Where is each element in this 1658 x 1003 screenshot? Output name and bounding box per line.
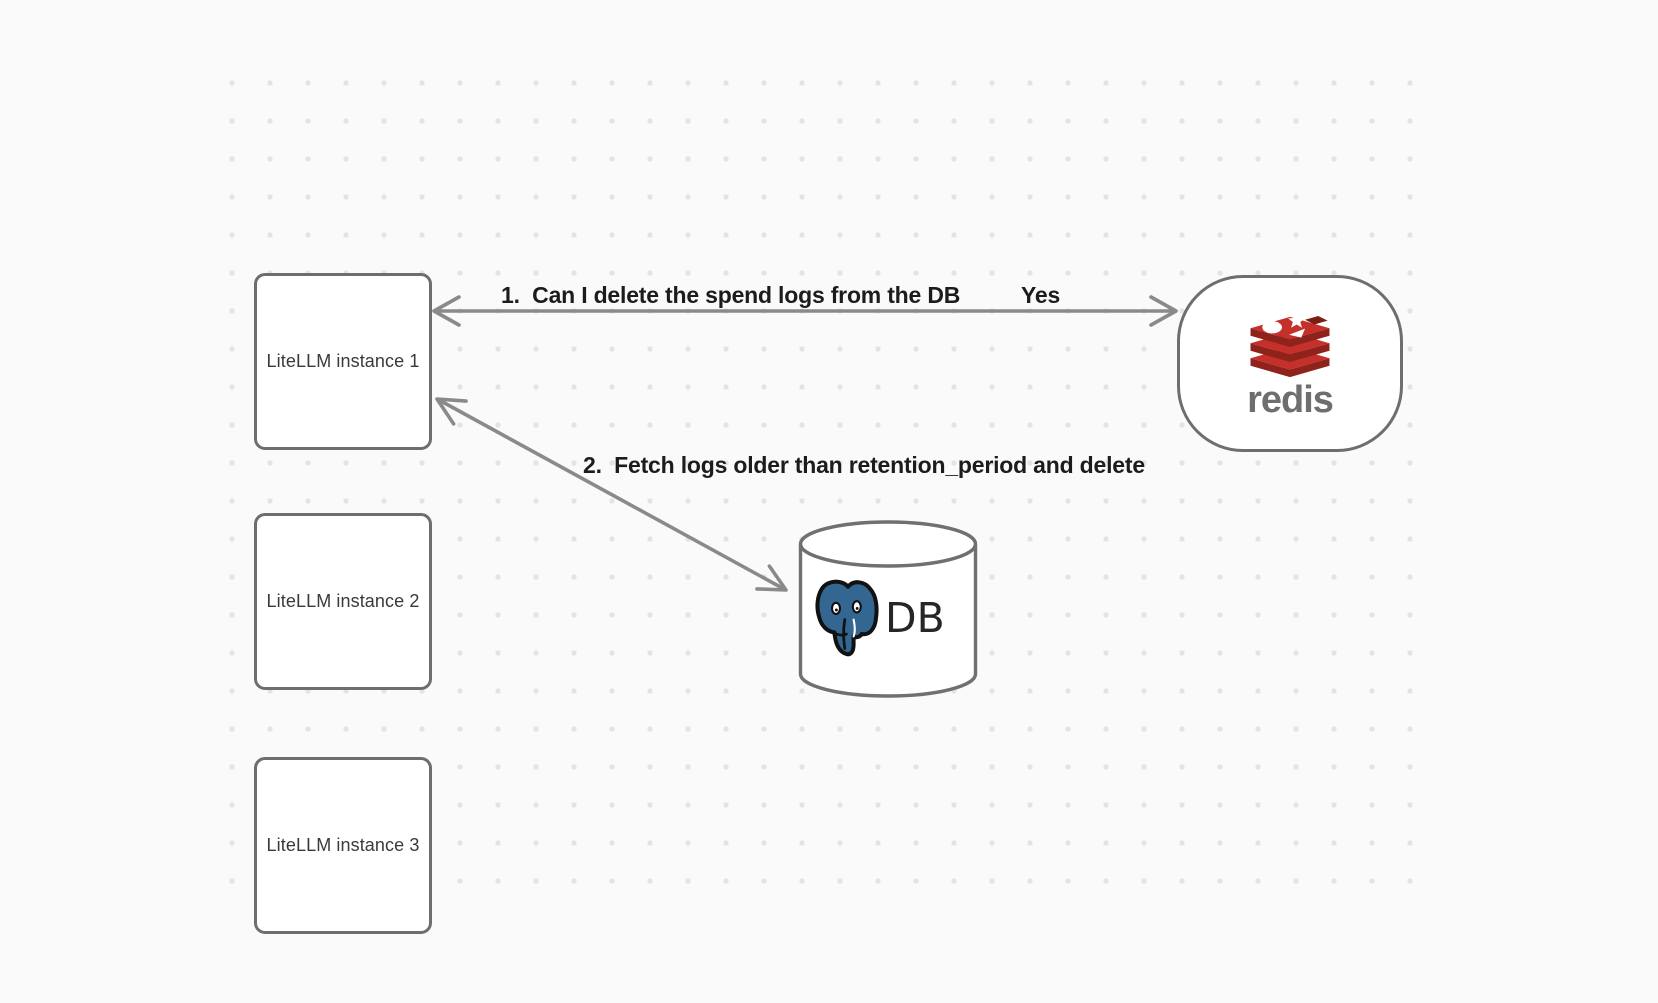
arrow-2-label: 2. Fetch logs older than retention_perio… [583,452,1145,478]
dot-grid-background [226,77,1418,889]
node-label: LiteLLM instance 3 [266,835,420,855]
node-redis: redis [1177,275,1403,452]
postgresql-elephant-icon [815,579,879,657]
redis-wordmark: redis [1247,378,1334,421]
node-label: LiteLLM instance 2 [266,591,420,611]
node-litellm-instance-3: LiteLLM instance 3 [254,757,432,934]
node-litellm-instance-1: LiteLLM instance 1 [254,273,432,450]
arrow-1-response-label: Yes [1021,282,1061,308]
arrow-1-label: 1. Can I delete the spend logs from the … [501,282,961,308]
redis-logo-icon [1250,311,1330,377]
node-db-cylinder: DB [794,516,982,704]
db-label: DB [885,593,945,642]
node-litellm-instance-2: LiteLLM instance 2 [254,513,432,690]
node-label: LiteLLM instance 1 [266,351,420,371]
